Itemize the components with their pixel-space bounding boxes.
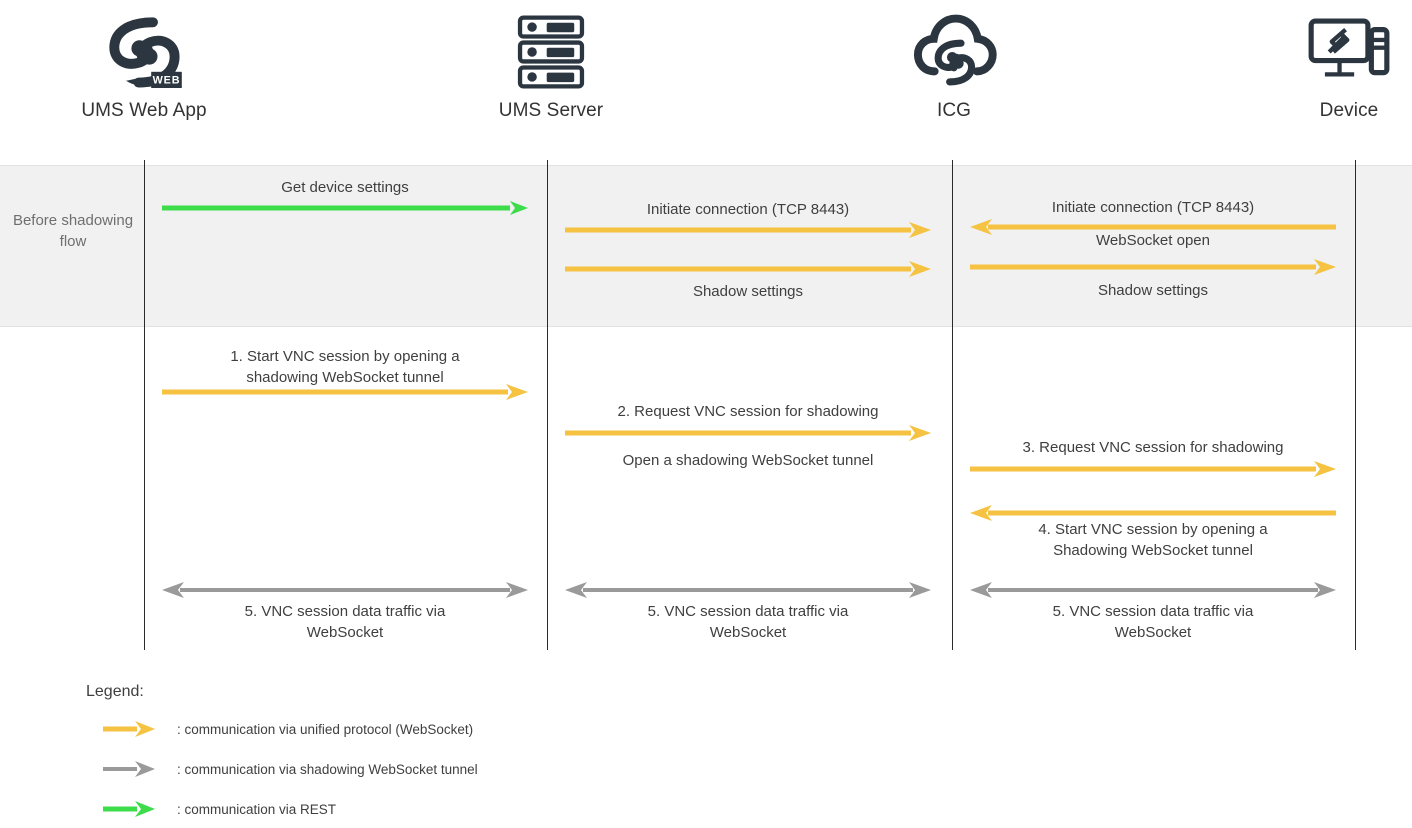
- legend-arrow-unified-icon: [103, 721, 155, 737]
- arrow-step-1: [162, 384, 528, 400]
- actor-icg: ICG: [844, 4, 1064, 122]
- actor-label-ums-server: UMS Server: [498, 100, 604, 121]
- legend-item-rest: : communication via REST: [103, 799, 336, 819]
- message-label-initiate-connection-server: Initiate connection (TCP 8443): [646, 201, 850, 218]
- legend-item-shadowing-tunnel: : communication via shadowing WebSocket …: [103, 759, 478, 779]
- message-label-step-5-icg: 5. VNC session data traffic via WebSocke…: [1052, 603, 1254, 641]
- message-label-initiate-connection-device: Initiate connection (TCP 8443): [1051, 199, 1255, 216]
- message-label-step-5-server: 5. VNC session data traffic via WebSocke…: [647, 603, 849, 641]
- message-label-open-shadowing-tunnel: Open a shadowing WebSocket tunnel: [622, 452, 874, 469]
- message-label-shadow-settings-device: Shadow settings: [1097, 282, 1209, 299]
- ums-web-app-logo-icon: WEB: [34, 4, 254, 100]
- lifeline-ums-server: [547, 160, 548, 650]
- legend-label-unified-protocol: : communication via unified protocol (We…: [177, 721, 474, 737]
- legend-item-unified-protocol: : communication via unified protocol (We…: [103, 719, 473, 739]
- arrow-step-5-server: [565, 582, 931, 598]
- arrow-initiate-connection-device: [970, 219, 1336, 235]
- arrow-get-device-settings: [162, 200, 528, 216]
- arrow-shadow-settings-device: [970, 259, 1336, 275]
- message-label-get-device-settings: Get device settings: [281, 179, 409, 196]
- message-label-websocket-open: WebSocket open: [1096, 232, 1210, 249]
- message-label-step-4: 4. Start VNC session by opening a Shadow…: [1038, 521, 1268, 559]
- svg-text:WEB: WEB: [153, 75, 181, 87]
- arrow-shadow-settings-server: [565, 261, 931, 277]
- phase-band-before-shadowing: [0, 165, 1412, 327]
- arrow-step-4: [970, 505, 1336, 521]
- arrow-step-5-icg: [970, 582, 1336, 598]
- actor-label-device: Device: [1319, 100, 1379, 121]
- phase-band-label: Before shadowing flow: [12, 212, 134, 250]
- message-label-shadow-settings-server: Shadow settings: [692, 283, 804, 300]
- arrow-step-3: [970, 461, 1336, 477]
- legend-arrow-tunnel-icon: [103, 761, 155, 777]
- legend-title: Legend:: [86, 683, 144, 700]
- actor-device: Device: [1239, 4, 1412, 122]
- desktop-computer-icon: [1239, 4, 1412, 100]
- cloud-gateway-icon: [844, 4, 1064, 100]
- arrow-step-2: [565, 425, 931, 441]
- arrow-step-5-webapp: [162, 582, 528, 598]
- actor-ums-server: UMS Server: [441, 4, 661, 122]
- legend-label-rest: : communication via REST: [177, 801, 337, 817]
- lifeline-icg: [952, 160, 953, 650]
- message-label-step-3: 3. Request VNC session for shadowing: [1022, 439, 1284, 456]
- actor-label-ums-web-app: UMS Web App: [81, 100, 207, 121]
- actor-label-icg: ICG: [936, 100, 972, 121]
- server-rack-icon: [441, 4, 661, 100]
- lifeline-ums-web-app: [144, 160, 145, 650]
- message-label-step-2: 2. Request VNC session for shadowing: [617, 403, 879, 420]
- message-label-step-1: 1. Start VNC session by opening a shadow…: [230, 348, 460, 386]
- message-label-step-5-webapp: 5. VNC session data traffic via WebSocke…: [244, 603, 446, 641]
- legend-label-shadowing-tunnel: : communication via shadowing WebSocket …: [177, 761, 478, 777]
- actor-ums-web-app: WEB UMS Web App: [34, 4, 254, 122]
- lifeline-device: [1355, 160, 1356, 650]
- legend-arrow-rest-icon: [103, 801, 155, 817]
- arrow-initiate-connection-server: [565, 222, 931, 238]
